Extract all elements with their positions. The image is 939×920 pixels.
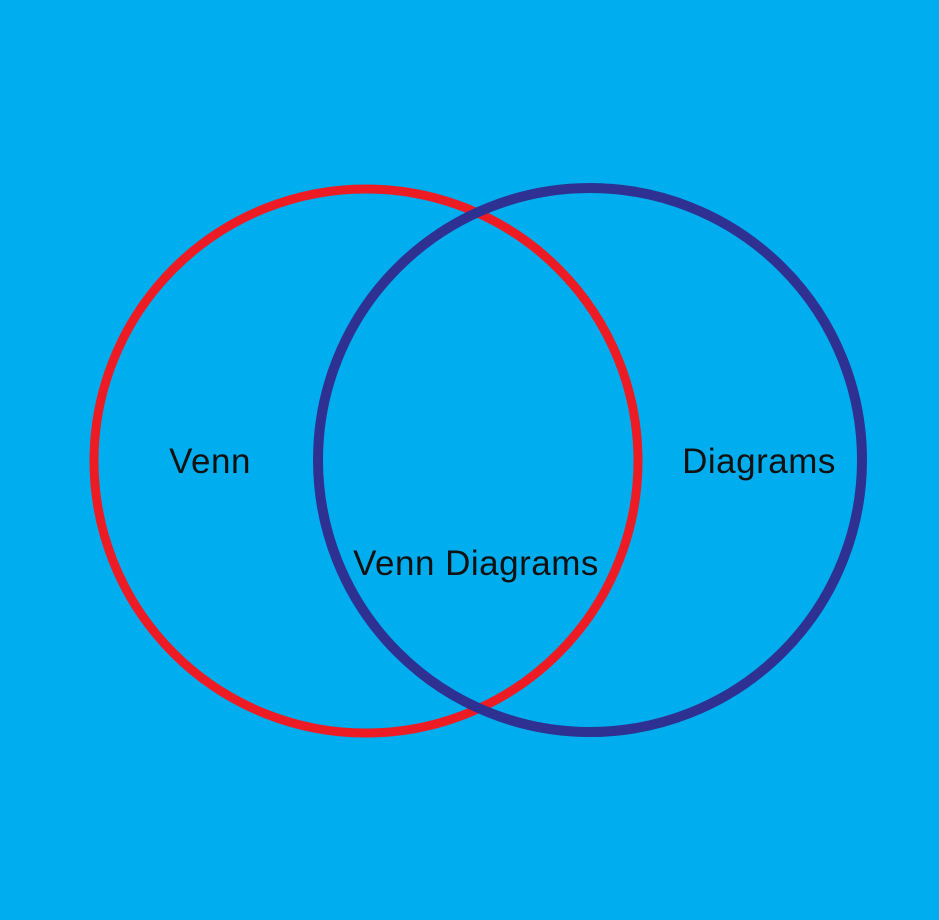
intersection-label: Venn Diagrams	[353, 544, 599, 583]
left-circle-label: Venn	[169, 442, 251, 481]
right-circle-label: Diagrams	[682, 442, 836, 481]
left-circle-outline	[89, 184, 643, 738]
right-circle-outline	[313, 183, 867, 737]
